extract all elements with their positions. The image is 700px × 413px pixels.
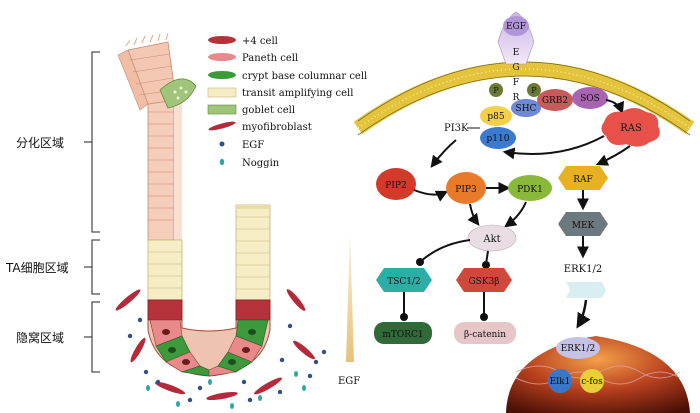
svg-text:RAF: RAF — [573, 175, 593, 185]
egf-gradient-triangle — [346, 232, 354, 362]
svg-text:GRB2: GRB2 — [542, 96, 568, 106]
svg-text:p85: p85 — [487, 112, 504, 122]
pip3-node — [446, 172, 486, 204]
region-label-differentiation: 分化区域 — [16, 136, 64, 150]
legend-swatch-goblet — [207, 104, 237, 115]
elk1-node — [548, 369, 572, 393]
egf-ligand-label: EGF — [506, 22, 526, 32]
legend-label-goblet: goblet cell — [242, 105, 295, 116]
grb2-node — [537, 89, 573, 111]
svg-text:Akt: Akt — [482, 234, 500, 245]
tsc-node — [376, 268, 432, 292]
erk-nuclear-node — [556, 337, 600, 359]
raf-node — [558, 166, 608, 190]
legend: +4 cell Paneth cell crypt base columnar … — [207, 36, 367, 169]
legend-swatch-myofibroblast — [208, 121, 236, 131]
legend-swatch-ta — [207, 87, 237, 98]
legend-label-egf: EGF — [242, 140, 264, 151]
svg-text:SHC: SHC — [516, 104, 537, 114]
phospho-right — [527, 83, 541, 97]
region-label-crypt: 隐窝区域 — [16, 330, 64, 345]
svg-text:P: P — [493, 86, 499, 95]
legend-label-paneth: Paneth cell — [242, 53, 298, 64]
gsk3b-node — [456, 268, 512, 292]
p85-node — [480, 106, 512, 126]
beta-catenin-node — [454, 322, 516, 344]
phospho-left — [489, 83, 503, 97]
egf-ligand — [503, 16, 529, 36]
legend-label-myofibroblast: myofibroblast — [242, 122, 312, 133]
legend-label-noggin: Noggin — [242, 158, 280, 169]
pdk1-node — [508, 175, 552, 201]
svg-text:p110: p110 — [487, 134, 510, 144]
svg-text:GSK3β: GSK3β — [468, 277, 499, 287]
sos-node — [572, 87, 608, 109]
cfos-node — [580, 369, 604, 393]
shc-node — [511, 99, 541, 117]
legend-swatch-cbc — [208, 71, 236, 79]
svg-text:RAS: RAS — [620, 123, 642, 134]
legend-label-plus4: +4 cell — [242, 36, 278, 47]
erk-cyto-label: ERK1/2 — [564, 264, 602, 275]
egfr-letter-e: E — [513, 48, 520, 58]
svg-text:c-fos: c-fos — [581, 377, 603, 387]
egf-molecules — [127, 317, 327, 403]
legend-swatch-paneth — [208, 53, 236, 61]
svg-text:MEK: MEK — [572, 221, 595, 231]
svg-text:PIP3: PIP3 — [455, 185, 477, 195]
svg-text:PIP2: PIP2 — [385, 181, 406, 191]
egfr-letter-g: G — [512, 63, 519, 73]
mek-node — [558, 212, 608, 236]
svg-text:SOS: SOS — [580, 94, 600, 104]
egfr-letter-f: F — [513, 78, 519, 88]
erk-cyto-node — [566, 282, 606, 298]
akt-node — [467, 224, 517, 252]
legend-swatch-egf — [219, 141, 225, 147]
villus-left-column — [147, 99, 183, 301]
signaling-pathway: EGF E G F R P P SHC GRB2 SOS RAS p85 p11… — [353, 11, 695, 413]
cell-membrane — [353, 61, 695, 135]
pip2-node — [376, 168, 416, 200]
svg-text:TSC1/2: TSC1/2 — [387, 277, 421, 287]
crypt-base — [147, 299, 271, 377]
goblet-cell — [159, 78, 197, 109]
svg-text:Elk1: Elk1 — [550, 377, 571, 387]
villus-right-column — [235, 204, 271, 301]
svg-text:P: P — [531, 86, 537, 95]
svg-text:ERK1/2: ERK1/2 — [561, 344, 596, 354]
svg-text:PDK1: PDK1 — [517, 185, 543, 195]
ras-node — [601, 108, 660, 147]
mtorc1-node — [374, 322, 432, 344]
legend-swatch-plus4 — [208, 36, 236, 44]
noggin-molecules — [146, 371, 306, 409]
pi3k-label: PI3K — [444, 123, 469, 134]
egf-gradient-label: EGF — [338, 376, 360, 387]
p110-node — [480, 127, 516, 149]
legend-label-ta: transit amplifying cell — [242, 88, 353, 99]
crypt-illustration — [115, 32, 327, 409]
svg-text:mTORC1: mTORC1 — [382, 330, 423, 340]
egfr-letter-r: R — [513, 93, 520, 103]
legend-swatch-noggin — [219, 158, 225, 166]
region-brackets — [84, 51, 100, 373]
svg-text:β-catenin: β-catenin — [464, 330, 506, 340]
legend-label-cbc: crypt base columnar cell — [242, 71, 367, 82]
myofibroblasts — [115, 289, 315, 401]
region-label-ta: TA细胞区域 — [5, 261, 69, 275]
